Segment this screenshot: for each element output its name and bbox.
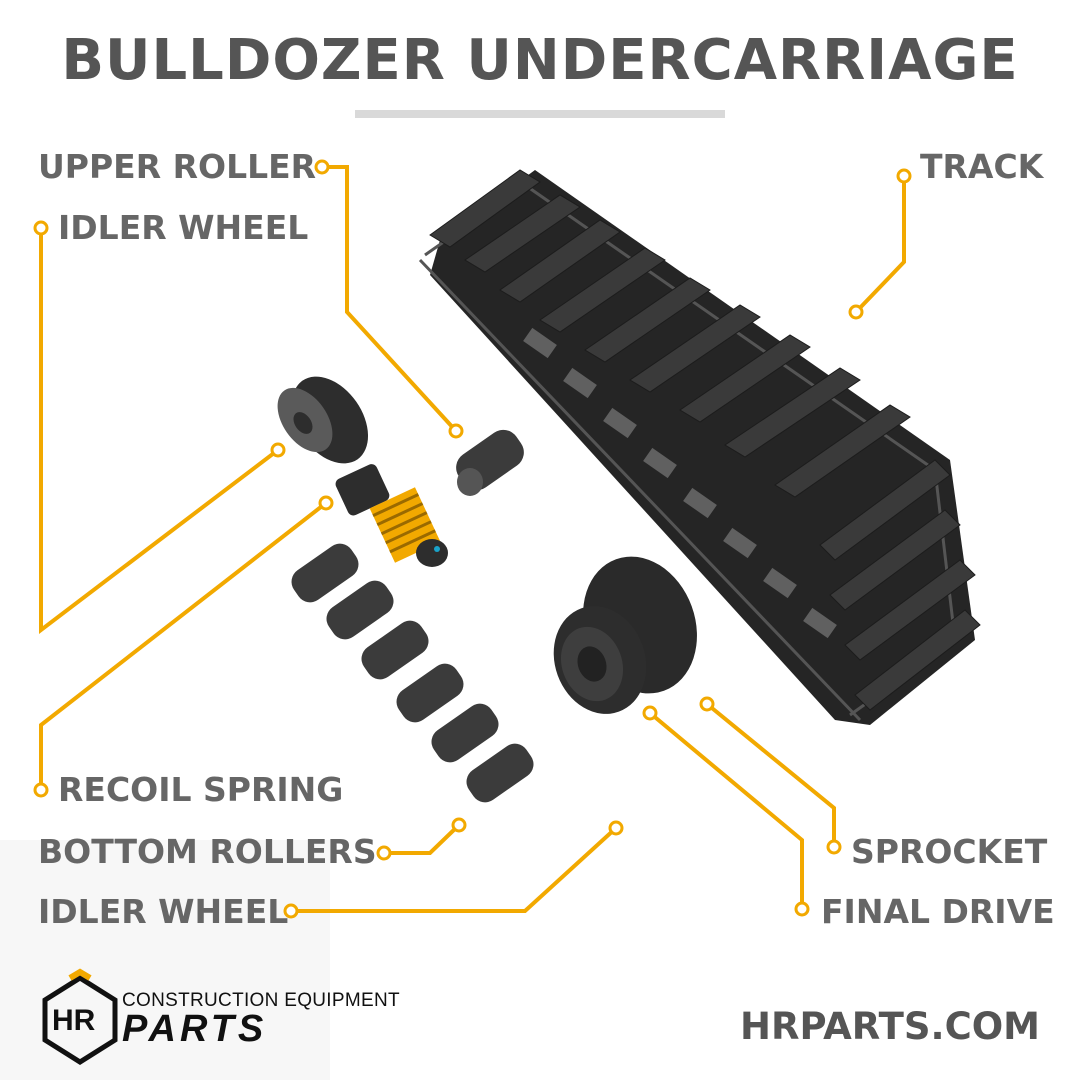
track-part [418, 169, 981, 725]
brand-name: PARTS [122, 1008, 268, 1050]
upper-roller-part [456, 429, 524, 496]
label-track: TRACK [920, 147, 1044, 186]
leader-upper-roller [322, 165, 458, 433]
brand-mark: HR [52, 1004, 96, 1037]
label-upper-roller: UPPER ROLLER [38, 147, 317, 186]
label-bottom-rollers: BOTTOM ROLLERS [38, 832, 377, 871]
leader-final-drive [648, 711, 804, 909]
hr-logo-mark [42, 968, 118, 1065]
label-idler-wheel-bottom: IDLER WHEEL [38, 892, 289, 931]
title-underline [355, 110, 725, 118]
leader-endpoints [33, 159, 912, 919]
leader-lines [39, 165, 906, 913]
idler-wheel-part [277, 376, 369, 464]
leader-recoil-spring [39, 501, 328, 790]
recoil-spring-part [335, 464, 448, 567]
label-idler-wheel-top: IDLER WHEEL [58, 208, 309, 247]
leader-idler-wheel-bottom [291, 826, 618, 913]
watermark-logo [0, 840, 330, 1080]
label-recoil-spring: RECOIL SPRING [58, 770, 344, 809]
leader-bottom-rollers [384, 823, 461, 855]
bottom-rollers-part [291, 543, 534, 803]
website-url[interactable]: HRPARTS.COM [739, 1005, 1040, 1048]
label-sprocket: SPROCKET [851, 832, 1048, 871]
label-final-drive: FINAL DRIVE [821, 892, 1055, 931]
page-title: BULLDOZER UNDERCARRIAGE [61, 28, 1019, 93]
leader-idler-wheel-top [39, 228, 280, 635]
brand-tagline: CONSTRUCTION EQUIPMENT [122, 990, 400, 1011]
sprocket-final-drive-part [553, 556, 697, 714]
leader-sprocket [705, 702, 836, 847]
leader-track [854, 176, 906, 314]
